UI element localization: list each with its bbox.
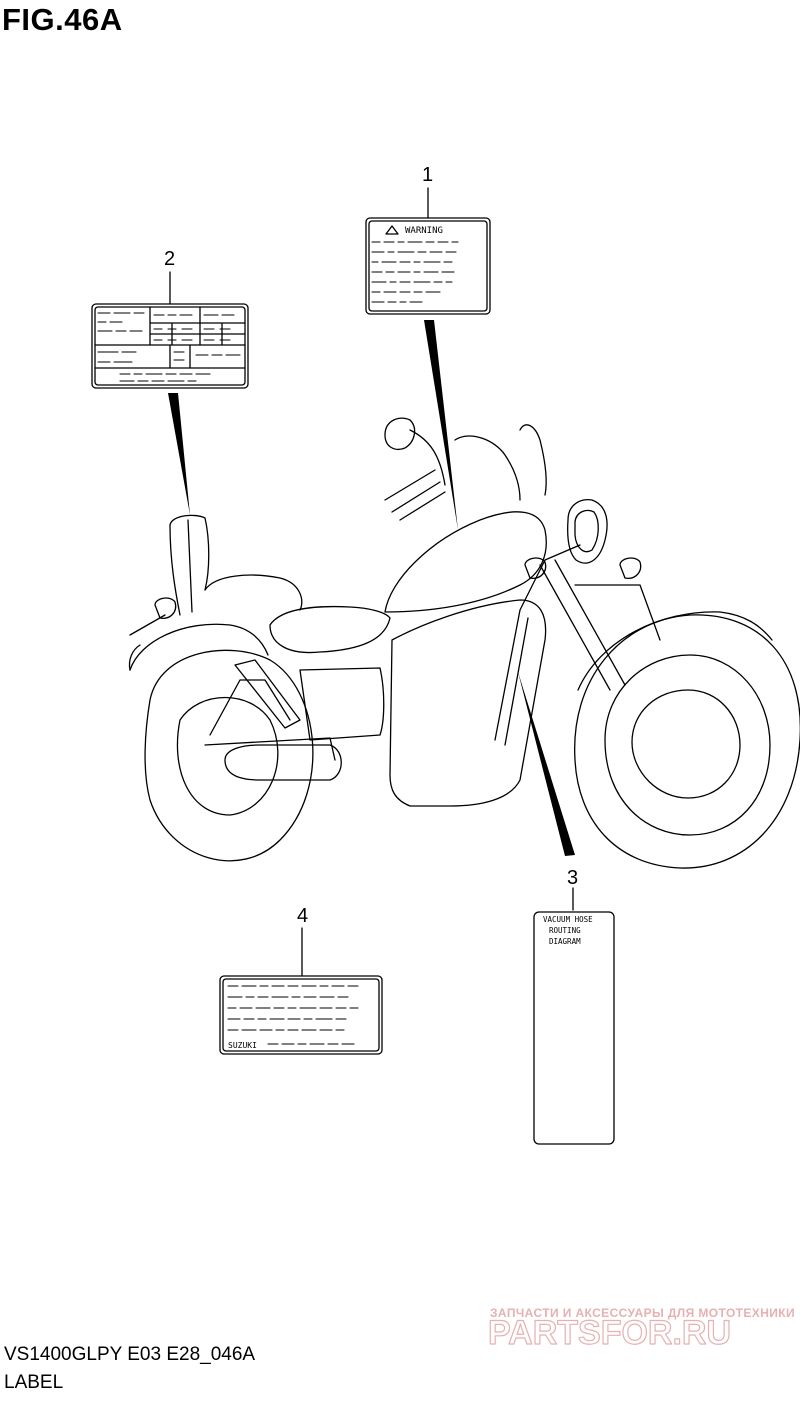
- watermark-brand: PARTSFOR.RU: [488, 1314, 731, 1352]
- figure-caption: LABEL: [4, 1372, 64, 1393]
- leader-2: [168, 393, 190, 515]
- callout-1: 1: [422, 164, 434, 186]
- figure-title: FIG.46A: [2, 2, 123, 37]
- callout-3: 3: [567, 867, 579, 889]
- vacuum-label-line3: DIAGRAM: [549, 937, 581, 946]
- model-code: VS1400GLPY E03 E28_046A: [4, 1344, 256, 1365]
- suzuki-brand-text: SUZUKI: [228, 1041, 257, 1050]
- suzuki-label-drawing: [219, 975, 383, 1055]
- vacuum-hose-label-drawing: [533, 911, 615, 1145]
- callout-4: 4: [297, 905, 309, 927]
- vacuum-label-line1: VACUUM HOSE: [543, 915, 593, 924]
- watermark-tagline: ЗАПЧАСТИ И АКСЕССУАРЫ ДЛЯ МОТОТЕХНИКИ: [490, 1306, 796, 1320]
- callout-2: 2: [164, 248, 176, 270]
- vacuum-label-line2: ROUTING: [549, 926, 581, 935]
- information-label-drawing: [91, 303, 249, 389]
- motorcycle-outline: [128, 417, 800, 869]
- warning-label-header: WARNING: [405, 226, 443, 236]
- leader-3: [518, 672, 575, 856]
- warning-label-drawing: [365, 217, 491, 315]
- leader-1: [424, 320, 458, 530]
